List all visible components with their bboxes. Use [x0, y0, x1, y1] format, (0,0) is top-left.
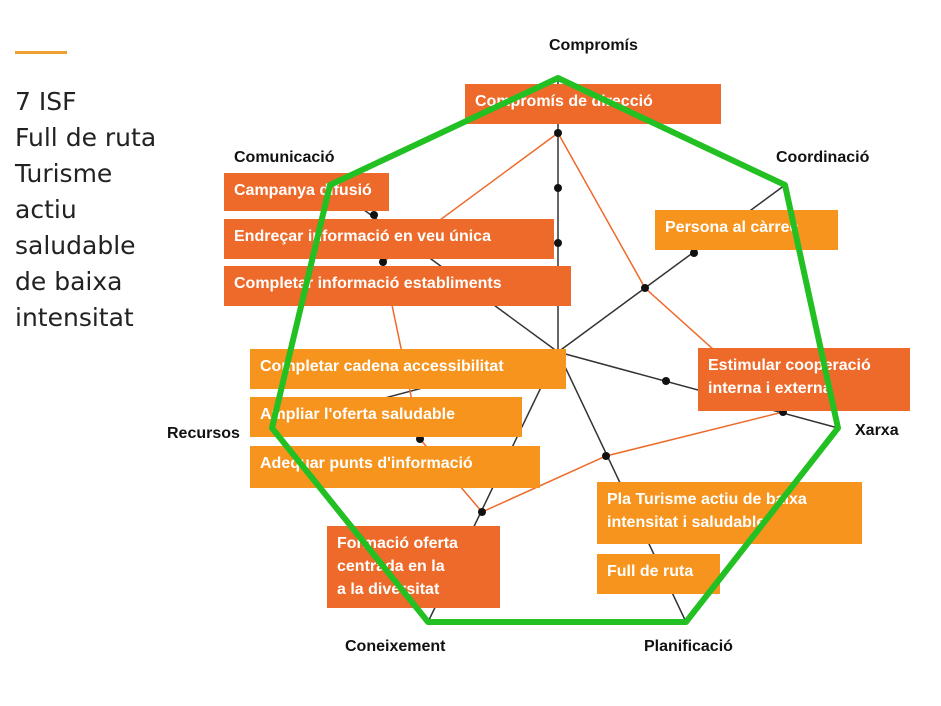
axis-label-planificacio: Planificació	[644, 638, 733, 655]
title-line: Full de ruta	[15, 123, 157, 152]
box-formacio: Formació oferta centrada en la a la dive…	[327, 526, 500, 608]
slide-title: 7 ISF Full de ruta Turisme actiu saludab…	[15, 84, 156, 336]
box-label-line: intensitat i saludable	[607, 514, 766, 531]
box-label-line: Estimular cooperació	[708, 357, 871, 374]
box-label: Endreçar informació en veu única	[234, 228, 491, 245]
box-pla-turisme: Pla Turisme actiu de baixa intensitat i …	[597, 482, 862, 544]
box-compromis-direccio: Compromís de direcció	[465, 84, 721, 124]
box-label: Ampliar l'oferta saludable	[260, 406, 455, 423]
marker-dot	[662, 377, 670, 385]
box-ampliar-oferta: Ampliar l'oferta saludable	[250, 397, 522, 437]
box-label-line: interna i externa	[708, 380, 832, 397]
marker-dot	[641, 284, 649, 292]
axis-label-coordinacio: Coordinació	[776, 149, 870, 166]
title-line: actiu	[15, 195, 77, 224]
box-campanya-difusio: Campanya difusió	[224, 173, 389, 211]
box-label: Compromís de direcció	[475, 93, 653, 110]
box-label: Completar informació establiments	[234, 275, 502, 292]
axis-label-recursos: Recursos	[167, 425, 240, 442]
box-label-line: a la diversitat	[337, 581, 440, 598]
box-adequar-punts: Adequar punts d'informació	[250, 446, 540, 488]
box-label: Completar cadena accessibilitat	[260, 358, 504, 375]
marker-dot	[554, 129, 562, 137]
marker-dot	[554, 184, 562, 192]
marker-dot	[370, 211, 378, 219]
box-completar-informacio: Completar informació establiments	[224, 266, 571, 306]
axis-label-comunicacio: Comunicació	[234, 149, 335, 166]
box-label-line: Pla Turisme actiu de baixa	[607, 491, 807, 508]
box-completar-cadena: Completar cadena accessibilitat	[250, 349, 566, 389]
axis-label-compromis: Compromís	[549, 37, 638, 54]
box-label: Persona al càrrec	[665, 219, 799, 236]
title-line: 7 ISF	[15, 87, 77, 116]
box-label: Full de ruta	[607, 563, 694, 580]
marker-dot	[478, 508, 486, 516]
box-estimular-cooperacio: Estimular cooperació interna i externa	[698, 348, 910, 411]
title-line: Turisme	[15, 159, 113, 188]
box-label: Campanya difusió	[234, 182, 372, 199]
box-label-line: Formació oferta	[337, 535, 458, 552]
axis-label-coneixement: Coneixement	[345, 638, 446, 655]
title-line: intensitat	[15, 303, 134, 332]
box-endrecar-informacio: Endreçar informació en veu única	[224, 219, 554, 259]
accent-line	[15, 51, 67, 54]
box-label-line: centrada en la	[337, 558, 445, 575]
box-persona-carrec: Persona al càrrec	[655, 210, 838, 250]
marker-dot	[602, 452, 610, 460]
marker-dot	[690, 249, 698, 257]
marker-dot	[554, 239, 562, 247]
title-line: saludable	[15, 231, 136, 260]
axis-label-xarxa: Xarxa	[855, 422, 899, 439]
box-full-ruta: Full de ruta	[597, 554, 720, 594]
marker-dot	[379, 258, 387, 266]
box-label: Adequar punts d'informació	[260, 455, 473, 472]
title-line: de baixa	[15, 267, 123, 296]
